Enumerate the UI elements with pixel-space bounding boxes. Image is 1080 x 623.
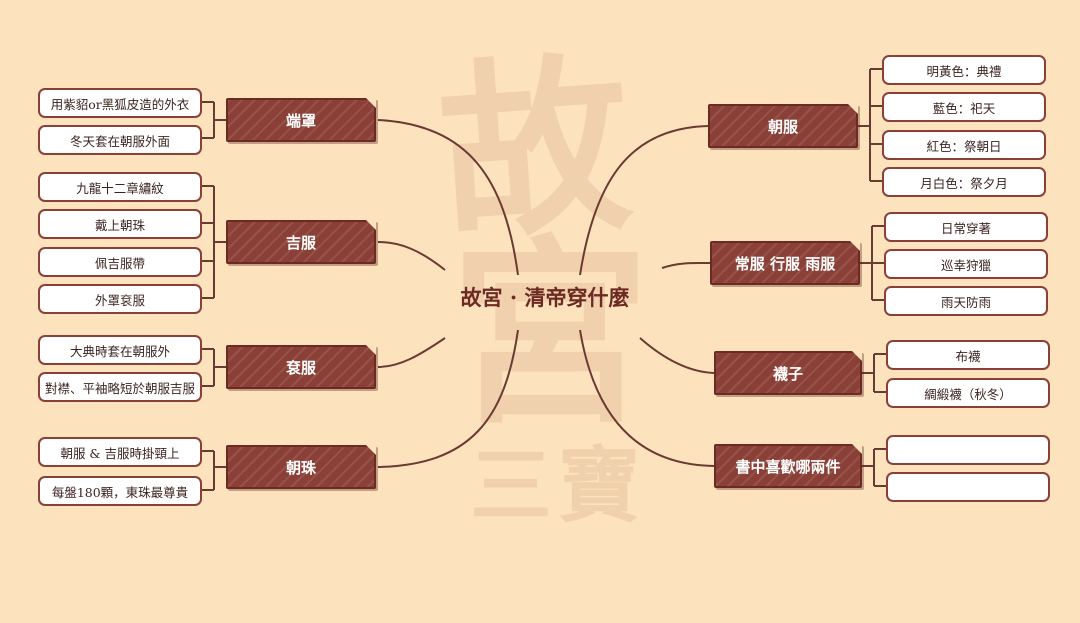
bracket-chaofu xyxy=(858,68,882,182)
leaf-chaozhu-1[interactable]: 朝服 & 吉服時掛頸上 xyxy=(38,437,202,467)
leaf-wazi-2[interactable]: 綢緞襪（秋冬） xyxy=(886,378,1050,408)
bracket-duanzhao xyxy=(202,101,226,139)
leaf-jifu-3[interactable]: 佩吉服帶 xyxy=(38,247,202,277)
branch-changfu[interactable]: 常服 行服 雨服 xyxy=(710,241,860,285)
leaf-changfu-1[interactable]: 日常穿著 xyxy=(884,212,1048,242)
bracket-changfu xyxy=(860,225,884,301)
leaf-favorite-1[interactable] xyxy=(886,435,1050,465)
leaf-duanzhao-2[interactable]: 冬天套在朝服外面 xyxy=(38,125,202,155)
branch-chaozhu[interactable]: 朝珠 xyxy=(226,445,376,489)
leaf-changfu-3[interactable]: 雨天防雨 xyxy=(884,286,1048,316)
leaf-gunfu-2[interactable]: 對襟、平袖略短於朝服吉服 xyxy=(38,372,202,402)
leaf-chaofu-4[interactable]: 月白色：祭夕月 xyxy=(882,167,1046,197)
bracket-chaozhu xyxy=(202,450,226,491)
branch-gunfu[interactable]: 袞服 xyxy=(226,345,376,389)
connector-center-duanzhao xyxy=(377,119,519,276)
bracket-favorite xyxy=(862,448,886,487)
connector-center-chaozhu xyxy=(377,329,519,468)
connector-center-gunfu xyxy=(377,337,446,368)
leaf-chaozhu-2[interactable]: 每盤180顆，東珠最尊貴 xyxy=(38,476,202,506)
connector-center-favorite xyxy=(579,329,715,467)
leaf-chaofu-3[interactable]: 紅色：祭朝日 xyxy=(882,130,1046,160)
leaf-favorite-2[interactable] xyxy=(886,472,1050,502)
bracket-wazi xyxy=(862,353,886,393)
connector-center-changfu xyxy=(661,261,711,269)
branch-duanzhao[interactable]: 端罩 xyxy=(226,98,376,142)
bracket-gunfu xyxy=(202,348,226,387)
leaf-chaofu-2[interactable]: 藍色：祀天 xyxy=(882,92,1046,122)
leaf-duanzhao-1[interactable]: 用紫貂or黑狐皮造的外衣 xyxy=(38,88,202,118)
branch-favorite[interactable]: 書中喜歡哪兩件 xyxy=(714,444,862,488)
connector-center-wazi xyxy=(639,337,715,374)
central-topic[interactable]: 故宮 · 清帝穿什麼 xyxy=(460,285,630,310)
leaf-wazi-1[interactable]: 布襪 xyxy=(886,340,1050,370)
leaf-jifu-4[interactable]: 外罩袞服 xyxy=(38,284,202,314)
leaf-jifu-2[interactable]: 戴上朝珠 xyxy=(38,209,202,239)
leaf-changfu-2[interactable]: 巡幸狩獵 xyxy=(884,249,1048,279)
leaf-gunfu-1[interactable]: 大典時套在朝服外 xyxy=(38,335,202,365)
leaf-chaofu-1[interactable]: 明黃色：典禮 xyxy=(882,55,1046,85)
branch-wazi[interactable]: 襪子 xyxy=(714,351,862,395)
branch-jifu[interactable]: 吉服 xyxy=(226,220,376,264)
leaf-jifu-1[interactable]: 九龍十二章繡紋 xyxy=(38,172,202,202)
branch-chaofu[interactable]: 朝服 xyxy=(708,104,858,148)
bracket-jifu xyxy=(202,185,226,299)
connector-center-jifu xyxy=(377,241,446,271)
connector-center-chaofu xyxy=(579,125,709,276)
